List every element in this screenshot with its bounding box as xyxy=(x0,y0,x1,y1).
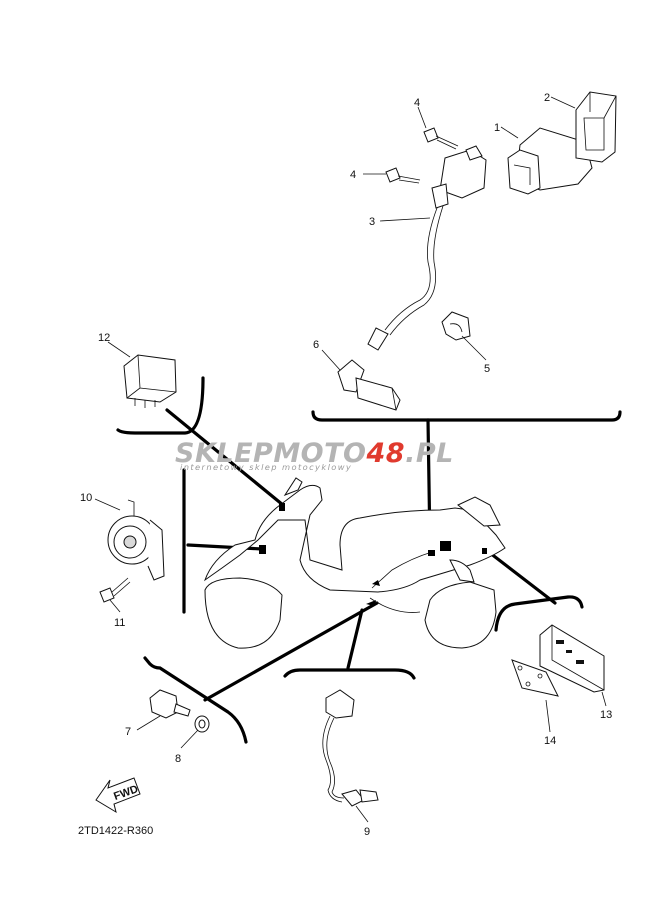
part-8-washer xyxy=(194,715,210,733)
part-14-plate xyxy=(511,659,559,697)
connector-lines xyxy=(165,408,557,702)
watermark-brand-tail: .PL xyxy=(405,438,454,469)
callout-13: 13 xyxy=(600,709,612,721)
group-bracket-lines xyxy=(116,376,622,744)
callout-12: 12 xyxy=(98,332,110,344)
callout-11: 11 xyxy=(114,617,125,629)
callout-leaders xyxy=(94,96,607,823)
part-9-sensor-harness xyxy=(322,689,379,807)
part-13-plate-bracket xyxy=(539,624,605,693)
callout-4b: 4 xyxy=(350,169,356,181)
part-12-relay xyxy=(123,354,177,408)
part-3-ignition-coil xyxy=(367,145,487,351)
callout-10: 10 xyxy=(80,492,92,504)
callout-14: 14 xyxy=(544,735,556,747)
callout-7: 7 xyxy=(125,726,131,738)
connector-blocks xyxy=(259,503,487,606)
callout-4a: 4 xyxy=(414,97,420,109)
svg-text:SKLEPMOTO48.PL: SKLEPMOTO48.PL xyxy=(175,438,454,469)
part-7-sensor xyxy=(149,689,191,719)
callout-1: 1 xyxy=(494,122,500,134)
callout-2: 2 xyxy=(544,92,550,104)
callout-9: 9 xyxy=(364,826,370,838)
part-4-bolts xyxy=(385,127,459,184)
part-6-plug-cap xyxy=(337,359,401,411)
watermark-brand-grey-1: SKLEP xyxy=(175,438,273,469)
watermark-logo: SKLEPMOTO48.PL internetowy sklep motocyk… xyxy=(175,438,454,472)
callout-3: 3 xyxy=(369,216,375,228)
callout-5: 5 xyxy=(484,363,490,375)
watermark-tagline: internetowy sklep motocyklowy xyxy=(180,462,352,472)
diagram-code: 2TD1422-R360 xyxy=(78,825,153,837)
part-1-cdi-unit xyxy=(507,127,593,195)
part-5-clamp xyxy=(441,311,471,341)
callout-6: 6 xyxy=(313,339,319,351)
part-2-rubber-holder xyxy=(575,91,617,163)
scooter-outline xyxy=(204,477,506,649)
part-10-horn xyxy=(107,499,165,581)
watermark-brand-grey-2: MOTO xyxy=(273,438,366,469)
callout-labels: 2 1 3 4 4 5 6 12 10 11 7 8 9 13 14 xyxy=(80,92,612,838)
fwd-arrow-icon: FWD xyxy=(95,777,141,814)
part-11-bolt xyxy=(99,577,131,603)
watermark-brand-red: 48 xyxy=(366,438,406,469)
callout-8: 8 xyxy=(175,753,181,765)
